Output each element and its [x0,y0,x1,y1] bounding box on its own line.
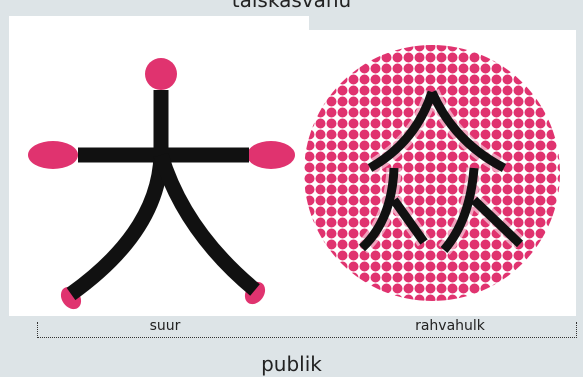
figure-right-hand [247,141,295,169]
grouping-bracket [37,322,577,338]
big-character-strokes [66,90,260,301]
top-label: täiskasvanu [231,0,352,12]
crowd-dot-circle [304,45,560,301]
big-character-figure [28,58,295,310]
panel-big [9,16,309,316]
crowd-character-strokes [358,90,524,253]
crowd-character-figure [304,45,560,301]
caption-big: suur [149,318,181,334]
bottom-label: publik [261,352,322,376]
figure-left-hand [28,141,78,169]
panel-crowd [304,30,576,316]
caption-crowd: rahvahulk [415,318,485,334]
figure-head [145,58,177,90]
